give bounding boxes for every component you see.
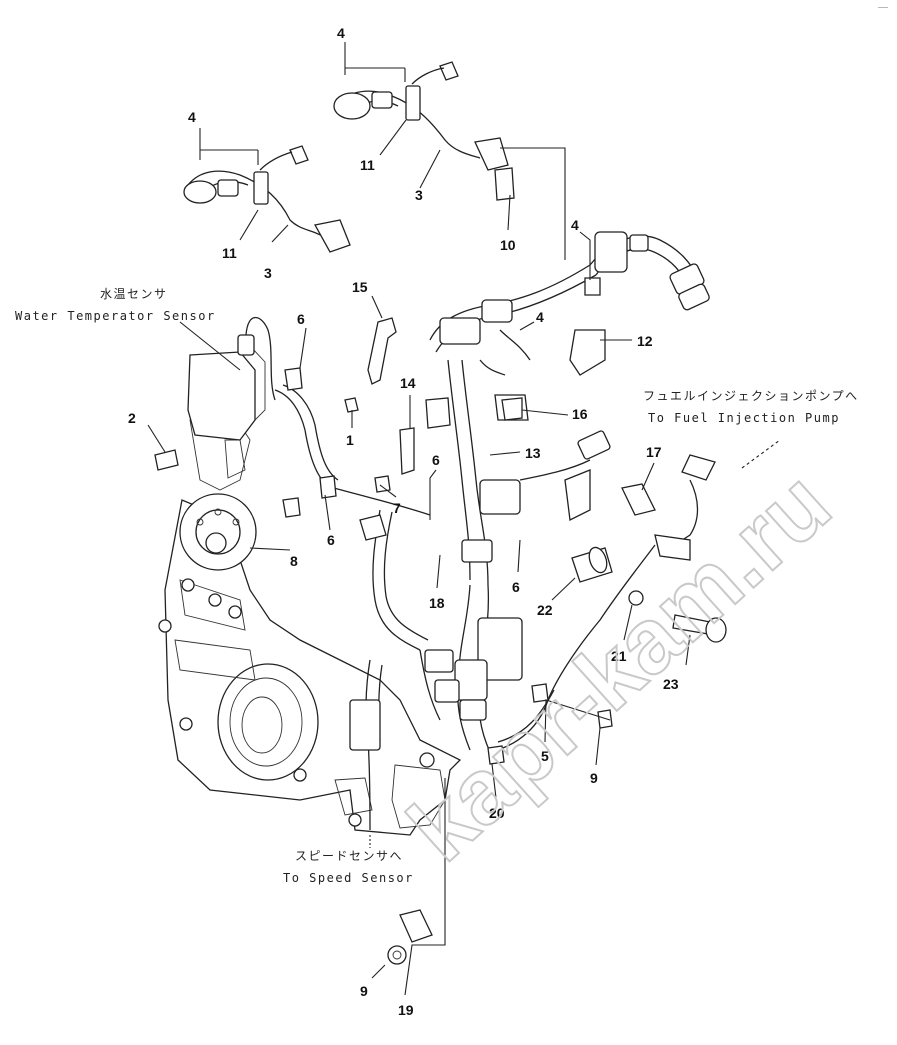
callout-14: 14: [400, 375, 416, 391]
main-wiring-harness: [274, 231, 710, 831]
callout-1: 1: [346, 432, 354, 448]
callout-15: 15: [352, 279, 368, 295]
callout-10: 10: [500, 237, 516, 253]
callout-20: 20: [489, 805, 505, 821]
injector-harness-left: [183, 145, 351, 253]
callout-11: 11: [360, 157, 375, 173]
callout-2: 2: [128, 410, 136, 426]
water-sensor-label-jp: 水温センサ: [100, 287, 168, 301]
callout-22: 22: [537, 602, 553, 618]
callout-18: 18: [429, 595, 445, 611]
callout-3: 3: [264, 265, 272, 281]
speed-sensor-label-jp: スピードセンサへ: [295, 849, 403, 863]
callout-6: 6: [432, 452, 440, 468]
engine-block: [158, 409, 462, 836]
callout-4: 4: [571, 217, 579, 233]
callout-8: 8: [290, 553, 298, 569]
callout-16: 16: [572, 406, 588, 422]
callout-17: 17: [646, 444, 662, 460]
water-temperature-sensor: [187, 316, 276, 441]
injection-pump-label-en: To Fuel Injection Pump: [648, 411, 840, 425]
callout-13: 13: [525, 445, 541, 461]
callout-4: 4: [337, 25, 345, 41]
callout-9: 9: [590, 770, 598, 786]
corner-mark: ——: [878, 5, 888, 11]
callout-23: 23: [663, 676, 679, 692]
callout-4: 4: [536, 309, 544, 325]
callout-7: 7: [393, 500, 401, 516]
callout-12: 12: [637, 333, 653, 349]
speed-sensor-label-en: To Speed Sensor: [283, 871, 414, 885]
callout-6: 6: [512, 579, 520, 595]
callout-3: 3: [415, 187, 423, 203]
callout-5: 5: [541, 748, 549, 764]
callout-6: 6: [327, 532, 335, 548]
callout-19: 19: [398, 1002, 414, 1018]
callout-6: 6: [297, 311, 305, 327]
injector-harness-right: [333, 61, 509, 171]
callout-4: 4: [188, 109, 196, 125]
callout-9: 9: [360, 983, 368, 999]
small-parts: [154, 167, 727, 965]
callout-11: 11: [222, 245, 237, 261]
injection-pump-label-jp: フュエルインジェクションポンプへ: [643, 389, 859, 403]
water-sensor-label-en: Water Temperator Sensor: [15, 309, 216, 323]
callout-21: 21: [611, 648, 627, 664]
leader-lines: [147, 42, 781, 996]
callout-numbers: 4 4 11 3 11 3 10 4 4 12 15 6 2 1 14 16 1…: [128, 25, 679, 1018]
